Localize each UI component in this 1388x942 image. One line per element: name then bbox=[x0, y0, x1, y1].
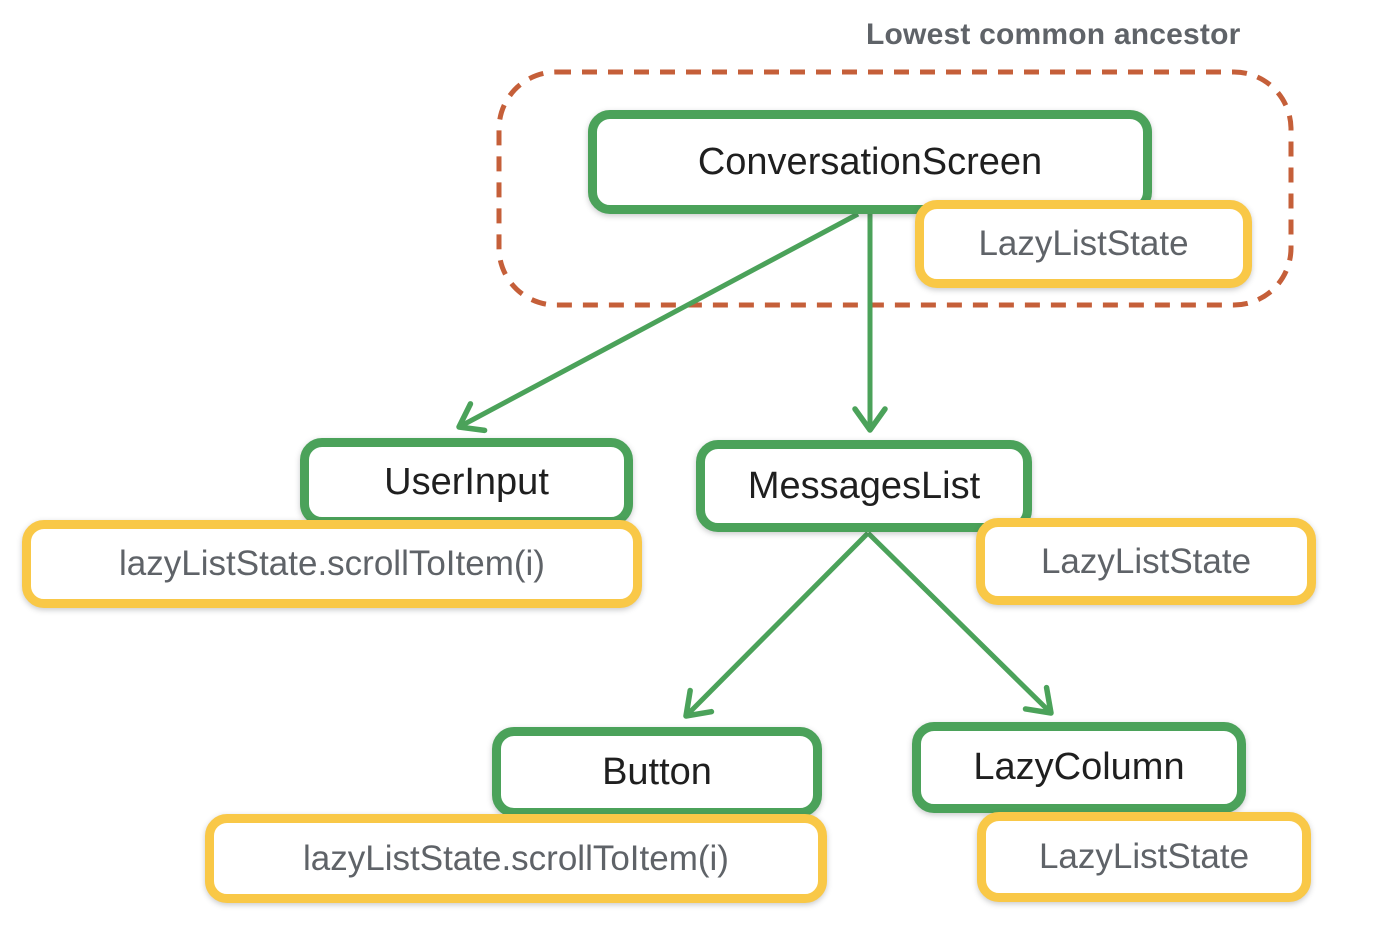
state-badge-conversation-screen: LazyListState bbox=[915, 200, 1252, 288]
node-button-label: Button bbox=[602, 750, 712, 793]
node-messages-list: MessagesList bbox=[696, 440, 1032, 532]
state-badge-user-input-label: lazyListState.scrollToItem(i) bbox=[119, 544, 545, 583]
state-badge-button-label: lazyListState.scrollToItem(i) bbox=[303, 838, 729, 878]
lowest-common-ancestor-label: Lowest common ancestor bbox=[866, 18, 1241, 51]
state-badge-lazy-column: LazyListState bbox=[977, 812, 1311, 902]
state-badge-lazy-column-label: LazyListState bbox=[1038, 837, 1250, 876]
node-conversation-screen: ConversationScreen bbox=[588, 110, 1152, 214]
node-button: Button bbox=[492, 727, 822, 817]
edge-conversationscreen-userinput bbox=[456, 211, 860, 434]
state-badge-user-input: lazyListState.scrollToItem(i) bbox=[22, 520, 642, 608]
node-conversation-screen-label: ConversationScreen bbox=[697, 140, 1043, 183]
node-lazy-column-label: LazyColumn bbox=[973, 746, 1185, 788]
edge-messageslist-button bbox=[683, 531, 870, 719]
node-messages-list-label: MessagesList bbox=[747, 464, 981, 507]
state-badge-messages-list-label: LazyListState bbox=[1040, 541, 1252, 581]
state-badge-messages-list: LazyListState bbox=[976, 518, 1316, 605]
node-lazy-column: LazyColumn bbox=[912, 722, 1246, 813]
state-badge-conversation-screen-label: LazyListState bbox=[978, 224, 1189, 263]
node-user-input: UserInput bbox=[300, 438, 633, 526]
state-badge-button: lazyListState.scrollToItem(i) bbox=[205, 814, 827, 903]
node-user-input-label: UserInput bbox=[384, 460, 549, 503]
